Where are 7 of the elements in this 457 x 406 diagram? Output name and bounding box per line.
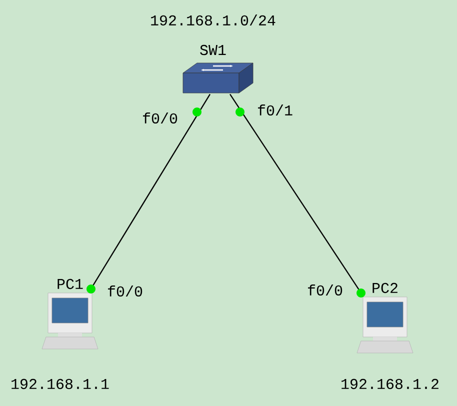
ip-address: 192.168.1.1 [12,378,109,390]
port-label: f0/0 [143,112,178,124]
ip-address: 192.168.1.2 [342,378,438,390]
device-name: PC2 [372,282,398,294]
port-label: f0/1 [258,104,292,116]
device-name: SW1 [200,44,226,56]
device-name: PC1 [58,278,83,290]
